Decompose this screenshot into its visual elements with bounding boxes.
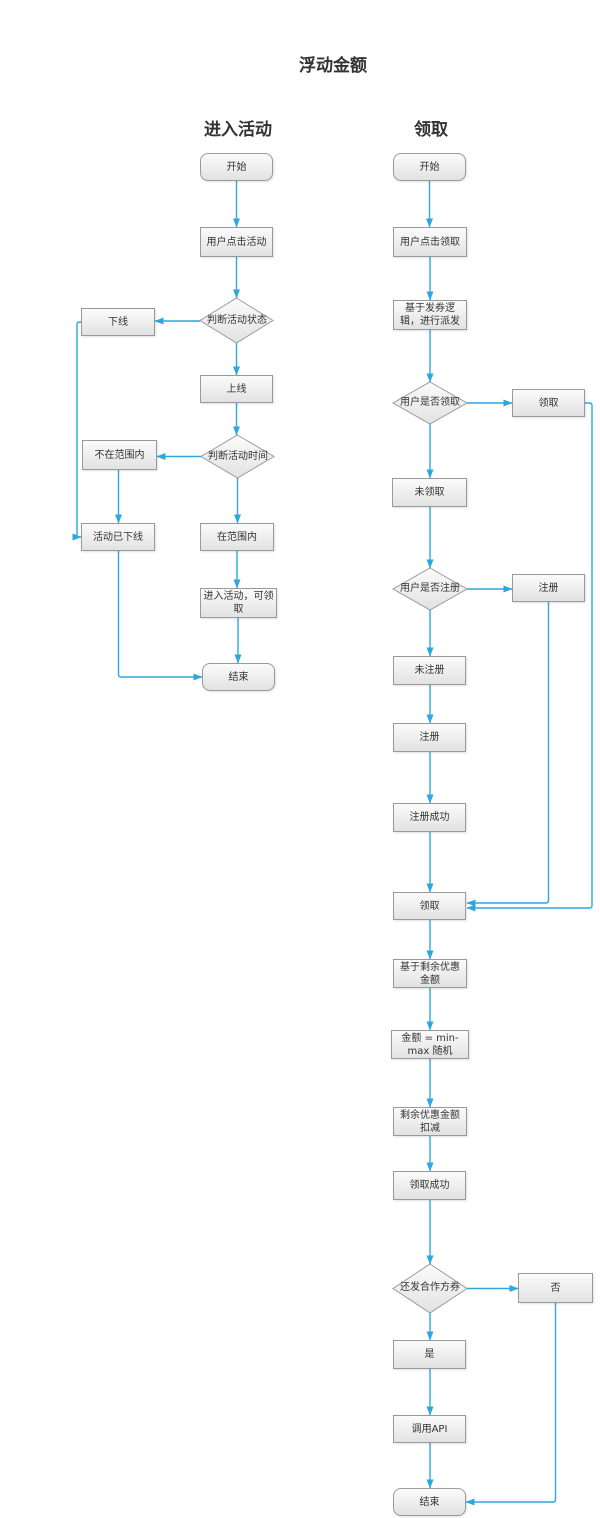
node-user-click-claim: 用户点击领取 (393, 227, 467, 257)
node-online: 上线 (200, 375, 273, 403)
decision-activity-status-label: 判断活动状态 (207, 315, 267, 326)
node-not-in-range: 不在范围内 (82, 440, 157, 470)
node-enter-activity-claimable: 进入活动，可领取 (200, 588, 277, 618)
node-dispatch-by-coupon-logic: 基于发券逻辑，进行派发 (393, 300, 467, 330)
node-end-left: 结束 (202, 663, 275, 691)
node-based-on-remaining-amount: 基于剩余优惠金额 (393, 959, 467, 988)
node-not-registered: 未注册 (393, 656, 466, 685)
node-register: 注册 (393, 723, 466, 752)
node-claim-success: 领取成功 (393, 1171, 466, 1200)
node-start-right: 开始 (393, 153, 466, 181)
node-registered: 注册 (512, 574, 585, 602)
diagram-title: 浮动金额 (299, 56, 367, 76)
node-no: 否 (518, 1273, 593, 1303)
node-in-range: 在范围内 (200, 523, 274, 551)
node-yes: 是 (393, 1340, 466, 1369)
column-header-claim: 领取 (414, 120, 448, 140)
decision-user-claimed-label: 用户是否领取 (400, 397, 460, 408)
node-deduct-remaining-amount: 剩余优惠金额扣减 (393, 1107, 467, 1136)
decision-partner-coupon-label: 还发合作方券 (400, 1282, 460, 1293)
decision-user-registered-label: 用户是否注册 (400, 583, 460, 594)
node-register-success: 注册成功 (393, 803, 466, 832)
node-start-left: 开始 (200, 153, 273, 181)
node-call-api: 调用API (393, 1415, 466, 1443)
node-amount-min-max-random: 金额 = min-max 随机 (391, 1030, 469, 1059)
node-end-right: 结束 (393, 1488, 466, 1516)
column-header-enter-activity: 进入活动 (204, 120, 272, 140)
node-user-click-activity: 用户点击活动 (200, 227, 273, 257)
node-claim: 领取 (393, 892, 466, 920)
connectors (72, 181, 593, 1506)
node-activity-offline: 活动已下线 (81, 523, 155, 551)
node-offline: 下线 (81, 308, 155, 336)
decision-activity-time-label: 判断活动时间 (208, 451, 268, 462)
node-claimed: 领取 (512, 389, 585, 417)
node-not-claimed: 未领取 (392, 478, 467, 507)
